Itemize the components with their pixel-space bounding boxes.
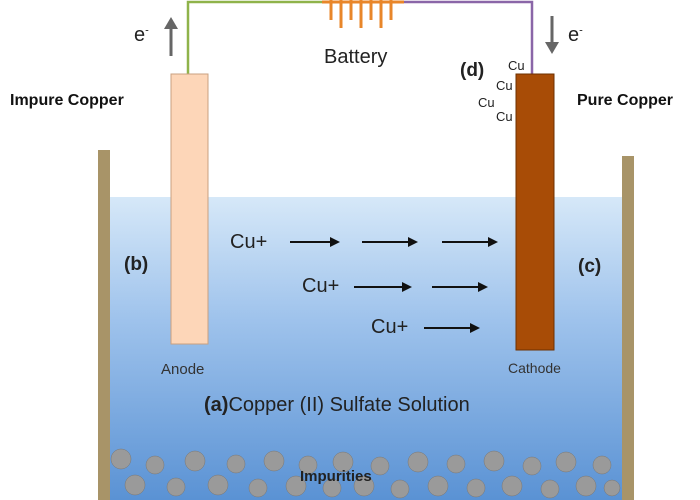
impure-copper-label: Impure Copper	[10, 92, 124, 109]
anode-label: Anode	[161, 361, 205, 378]
electron-charge-right: -	[579, 24, 583, 37]
ion-label: Cu+	[230, 231, 268, 253]
deposited-cu-atom: Cu	[478, 95, 495, 110]
battery-label: Battery	[324, 46, 388, 68]
deposited-cu-atom: Cu	[496, 109, 513, 124]
marker-a: (a)	[204, 394, 229, 416]
deposited-cu-atom: Cu	[496, 78, 513, 93]
marker-d: (d)	[460, 60, 485, 81]
ion-arrows	[290, 237, 498, 333]
impurity-particles	[110, 448, 621, 499]
ion-label: Cu+	[302, 275, 340, 297]
impurities-label: Impurities	[300, 468, 372, 485]
marker-b: (b)	[124, 254, 149, 275]
electron-charge-left: -	[145, 24, 149, 37]
anode-electrode	[170, 73, 209, 345]
electron-down-arrow-icon	[545, 16, 559, 54]
electron-label-right: e-	[568, 24, 583, 47]
electron-symbol-right: e	[568, 24, 580, 46]
electron-up-arrow-icon	[164, 17, 178, 56]
cathode-label: Cathode	[508, 360, 561, 376]
cathode-electrode	[515, 73, 555, 351]
wire-right	[404, 0, 534, 74]
solution-name: Copper (II) Sulfate Solution	[228, 394, 470, 416]
electron-label-left: e-	[134, 24, 149, 47]
battery-icon	[322, 0, 404, 28]
tank-right-wall	[622, 156, 634, 500]
pure-copper-label: Pure Copper	[577, 92, 674, 109]
deposited-cu-atom: Cu	[508, 58, 525, 73]
ion-label: Cu+	[371, 316, 409, 338]
solution-label: (a)Copper (II) Sulfate Solution	[204, 394, 470, 417]
tank-left-wall	[98, 150, 110, 500]
electron-symbol-left: e	[134, 24, 146, 46]
marker-c: (c)	[578, 256, 602, 277]
wire-left	[186, 0, 322, 74]
